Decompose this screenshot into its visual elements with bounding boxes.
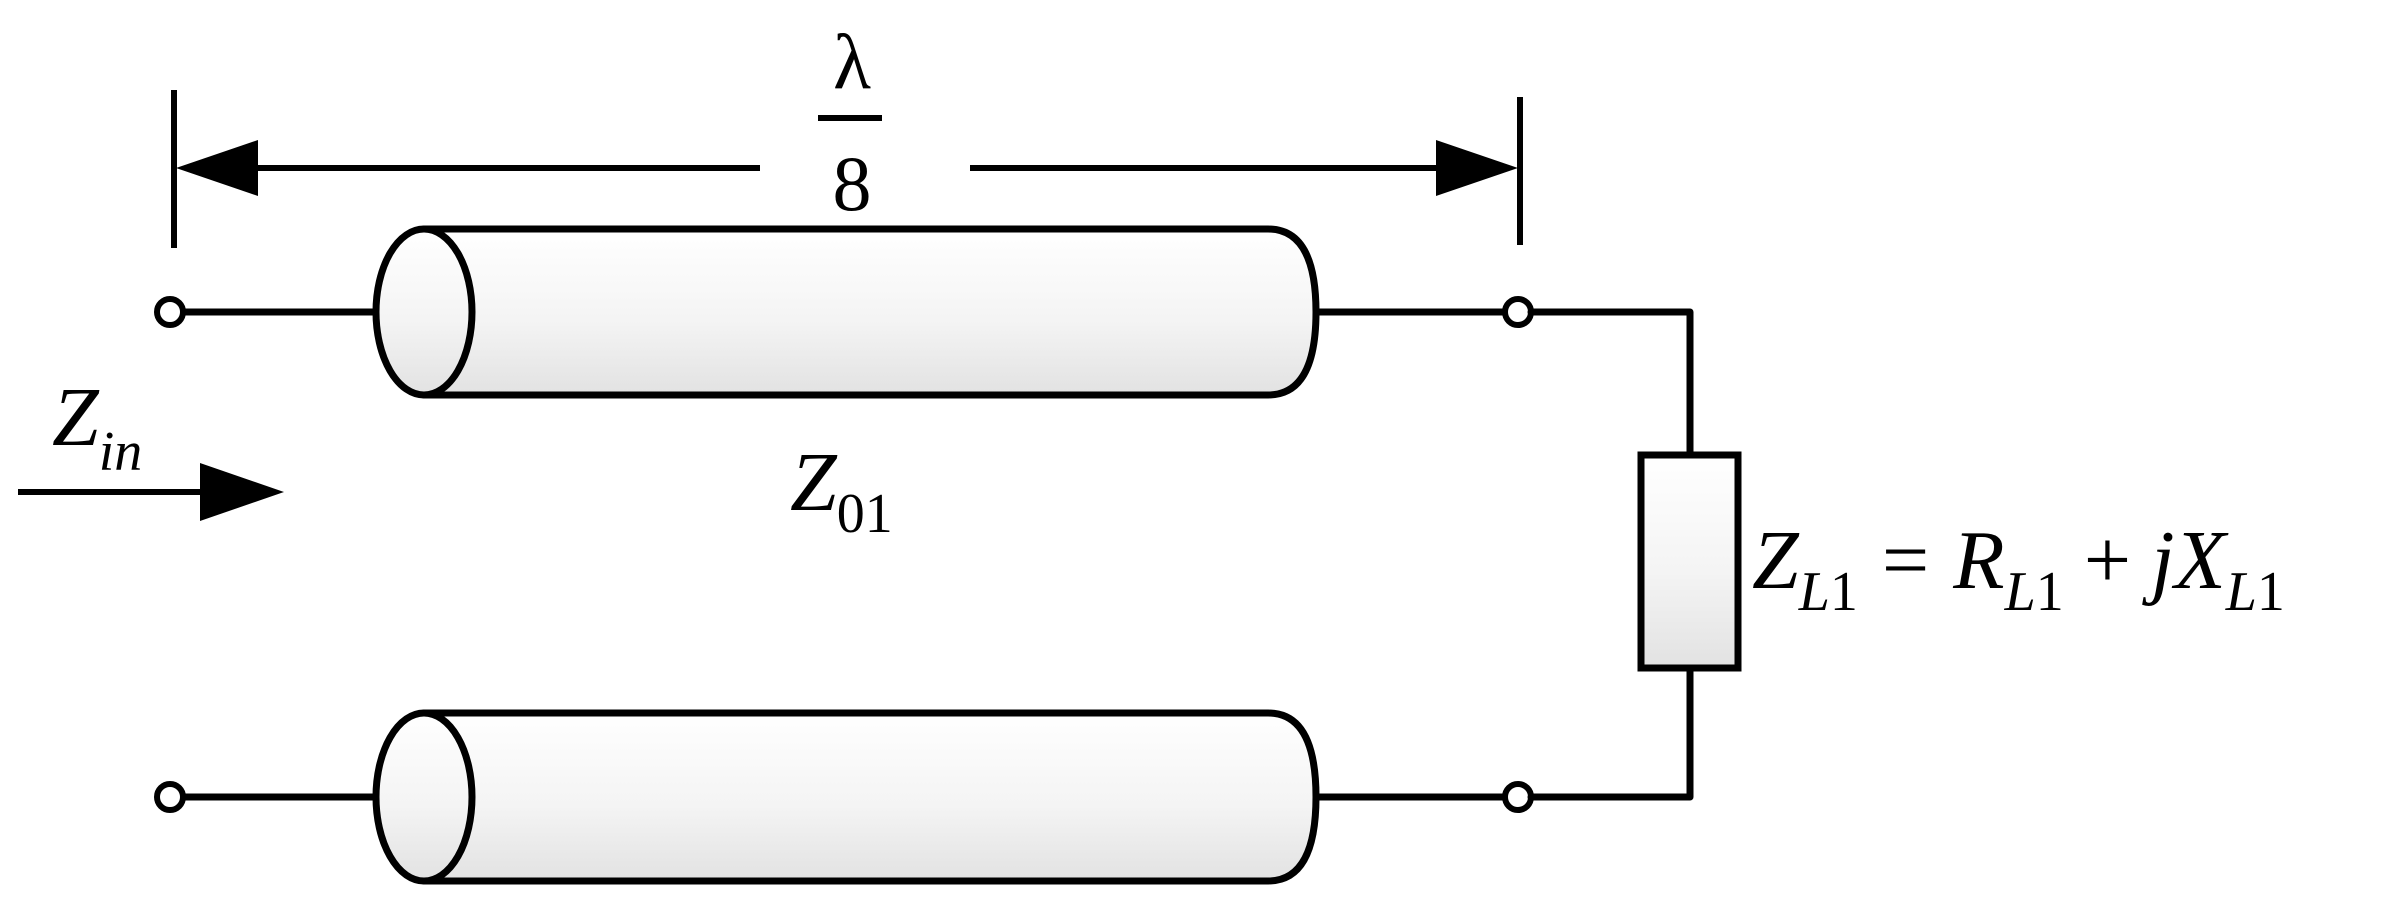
left-arrowhead-icon (176, 140, 258, 196)
z01-symbol: Z (790, 436, 838, 529)
length-numerator: λ (833, 18, 871, 105)
bottom-right-terminal (1502, 781, 1534, 813)
bottom-left-terminal (154, 781, 186, 813)
xl-sub-digit: 1 (2257, 561, 2285, 623)
zl-sub-letter: L (1798, 561, 1830, 623)
length-dimension: λ 8 (171, 18, 1523, 248)
input-impedance-indicator: Zin (18, 371, 284, 521)
top-cylinder-body (420, 225, 1320, 399)
bottom-cylinder-body (420, 709, 1320, 885)
top-conductor (154, 225, 1534, 399)
top-cylinder-end (372, 225, 476, 399)
load-top-wire (1527, 308, 1694, 459)
length-denominator: 8 (833, 140, 872, 227)
xl-symbol: X (2171, 514, 2229, 607)
j-symbol: j (2142, 514, 2174, 607)
rl-sub-letter: L (2004, 561, 2036, 623)
top-right-terminal (1502, 296, 1534, 328)
zin-symbol: Z (52, 371, 100, 464)
zl-sub-digit: 1 (1830, 561, 1858, 623)
zin-label: Zin (52, 371, 142, 483)
load-impedance (1527, 308, 1742, 801)
rl-sub-digit: 1 (2036, 561, 2064, 623)
input-arrowhead-icon (200, 463, 284, 521)
bottom-cylinder-end (372, 709, 476, 885)
equals-sign: = (1882, 514, 1929, 607)
top-left-terminal (154, 296, 186, 328)
rl-symbol: R (1952, 514, 2004, 607)
z01-label: Z01 (790, 436, 893, 545)
load-resistor-box (1637, 451, 1742, 672)
bottom-conductor (154, 709, 1534, 885)
xl-sub-letter: L (2225, 561, 2257, 623)
z01-subscript: 01 (837, 483, 893, 545)
right-arrowhead-icon (1436, 140, 1518, 196)
plus-sign: + (2084, 514, 2131, 607)
load-equation: ZL1=RL1+jXL1 (1752, 514, 2285, 623)
zin-subscript: in (99, 421, 143, 483)
zl-symbol: Z (1752, 514, 1800, 607)
load-bottom-wire (1527, 664, 1694, 801)
